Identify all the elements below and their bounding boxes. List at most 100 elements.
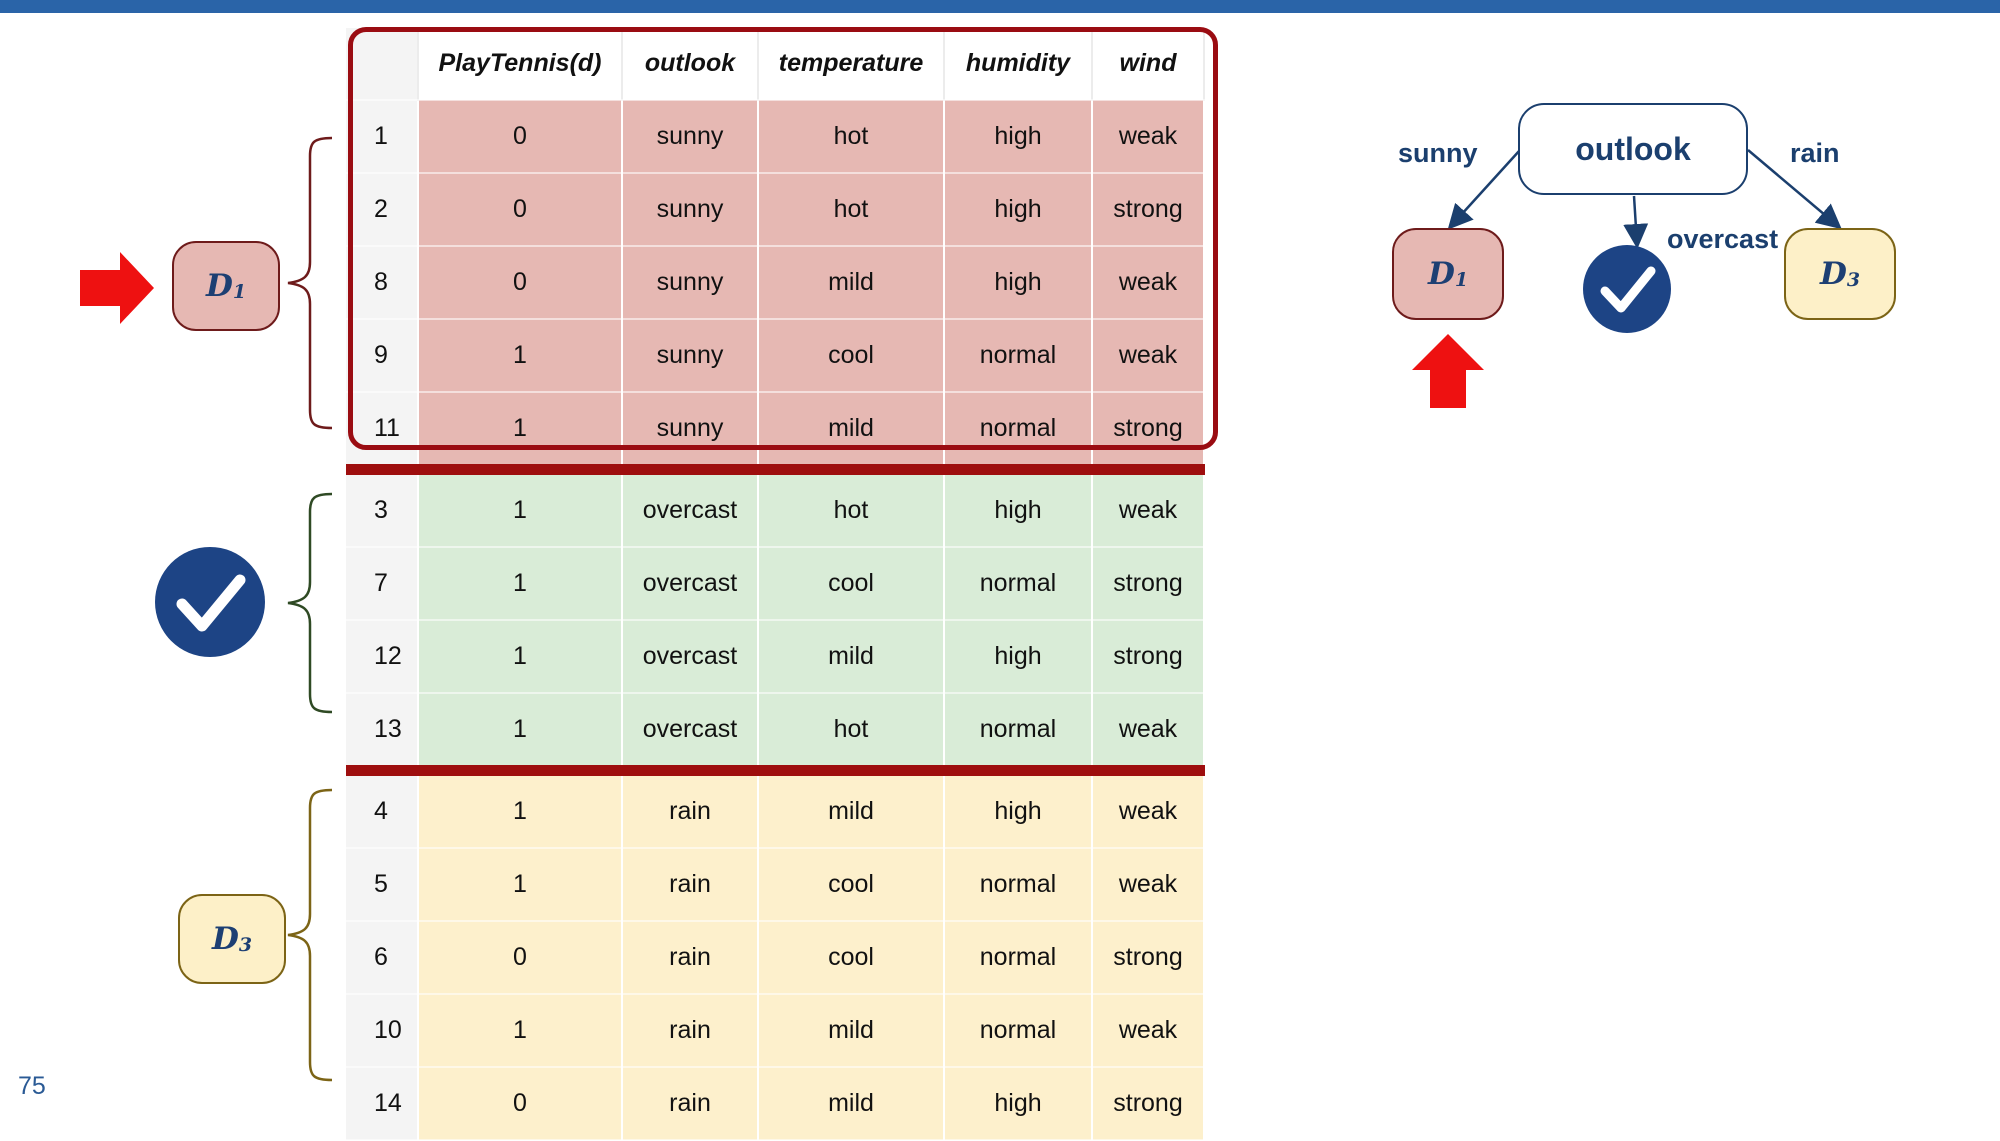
cell-humidity: high	[944, 173, 1093, 247]
cell-temperature: mild	[758, 246, 945, 320]
table-header-row: PlayTennis(d) outlook temperature humidi…	[346, 28, 1205, 101]
tree-leaf-d3-letter: D	[1819, 256, 1847, 292]
cell-wind: strong	[1092, 392, 1205, 471]
cell-id: 10	[346, 994, 419, 1068]
cell-temperature: mild	[758, 765, 945, 849]
cell-wind: weak	[1092, 246, 1205, 320]
cell-humidity: normal	[944, 547, 1093, 621]
d1-subscript: 1	[232, 281, 247, 303]
cell-playtennis: 1	[418, 620, 623, 694]
cell-playtennis: 1	[418, 547, 623, 621]
cell-humidity: high	[944, 246, 1093, 320]
cell-wind: strong	[1092, 547, 1205, 621]
header-id	[346, 28, 419, 101]
cell-humidity: high	[944, 100, 1093, 174]
cell-id: 2	[346, 173, 419, 247]
d2-brace	[287, 492, 333, 714]
cell-humidity: normal	[944, 693, 1093, 772]
branch-label-overcast: overcast	[1667, 224, 1779, 254]
d1-brace	[287, 136, 333, 430]
slide-number: 75	[18, 1072, 46, 1100]
d1-letter: D	[205, 268, 233, 304]
header-outlook: outlook	[622, 28, 759, 101]
tree-leaf-d3-subscript: 3	[1846, 269, 1861, 291]
cell-humidity: high	[944, 464, 1093, 548]
cell-playtennis: 0	[418, 921, 623, 995]
cell-outlook: overcast	[622, 547, 759, 621]
cell-temperature: hot	[758, 173, 945, 247]
cell-wind: weak	[1092, 765, 1205, 849]
cell-humidity: normal	[944, 921, 1093, 995]
cell-outlook: sunny	[622, 100, 759, 174]
tree-root-label: outlook	[1575, 130, 1691, 167]
cell-playtennis: 1	[418, 994, 623, 1068]
branch-label-sunny: sunny	[1398, 138, 1478, 168]
cell-humidity: normal	[944, 392, 1093, 471]
cell-wind: strong	[1092, 620, 1205, 694]
cell-playtennis: 0	[418, 173, 623, 247]
cell-outlook: sunny	[622, 319, 759, 393]
cell-id: 6	[346, 921, 419, 995]
cell-temperature: hot	[758, 693, 945, 772]
cell-temperature: mild	[758, 620, 945, 694]
header-playtennis: PlayTennis(d)	[418, 28, 623, 101]
d3-subscript: 3	[238, 934, 253, 956]
edge-overcast	[1623, 195, 1649, 249]
playtennis-table: PlayTennis(d) outlook temperature humidi…	[346, 28, 1205, 1141]
cell-humidity: normal	[944, 848, 1093, 922]
tree-leaf-d1-subscript: 1	[1454, 269, 1469, 291]
cell-outlook: sunny	[622, 392, 759, 471]
cell-outlook: overcast	[622, 693, 759, 772]
cell-wind: weak	[1092, 319, 1205, 393]
cell-id: 7	[346, 547, 419, 621]
header-humidity: humidity	[944, 28, 1093, 101]
cell-playtennis: 1	[418, 693, 623, 772]
cell-playtennis: 1	[418, 392, 623, 471]
cell-temperature: hot	[758, 100, 945, 174]
cell-temperature: hot	[758, 464, 945, 548]
cell-playtennis: 0	[418, 246, 623, 320]
cell-humidity: normal	[944, 319, 1093, 393]
tree-leaf-d1-letter: D	[1427, 256, 1455, 292]
top-accent-bar	[0, 0, 2000, 13]
cell-wind: weak	[1092, 693, 1205, 772]
tree-leaf-check-icon	[1583, 245, 1671, 333]
cell-outlook: overcast	[622, 620, 759, 694]
cell-outlook: sunny	[622, 246, 759, 320]
arrow-up-icon	[1412, 334, 1484, 408]
cell-id: 12	[346, 620, 419, 694]
cell-outlook: rain	[622, 765, 759, 849]
edge-rain	[1747, 149, 1842, 230]
cell-playtennis: 1	[418, 319, 623, 393]
cell-wind: weak	[1092, 994, 1205, 1068]
cell-temperature: cool	[758, 319, 945, 393]
cell-temperature: cool	[758, 547, 945, 621]
cell-playtennis: 1	[418, 848, 623, 922]
cell-id: 11	[346, 392, 419, 471]
cell-id: 3	[346, 464, 419, 548]
check-circle-icon	[155, 547, 265, 657]
cell-playtennis: 0	[418, 100, 623, 174]
header-wind: wind	[1092, 28, 1205, 101]
cell-outlook: rain	[622, 994, 759, 1068]
cell-id: 13	[346, 693, 419, 772]
cell-id: 5	[346, 848, 419, 922]
cell-humidity: normal	[944, 994, 1093, 1068]
cell-temperature: mild	[758, 392, 945, 471]
cell-playtennis: 1	[418, 765, 623, 849]
